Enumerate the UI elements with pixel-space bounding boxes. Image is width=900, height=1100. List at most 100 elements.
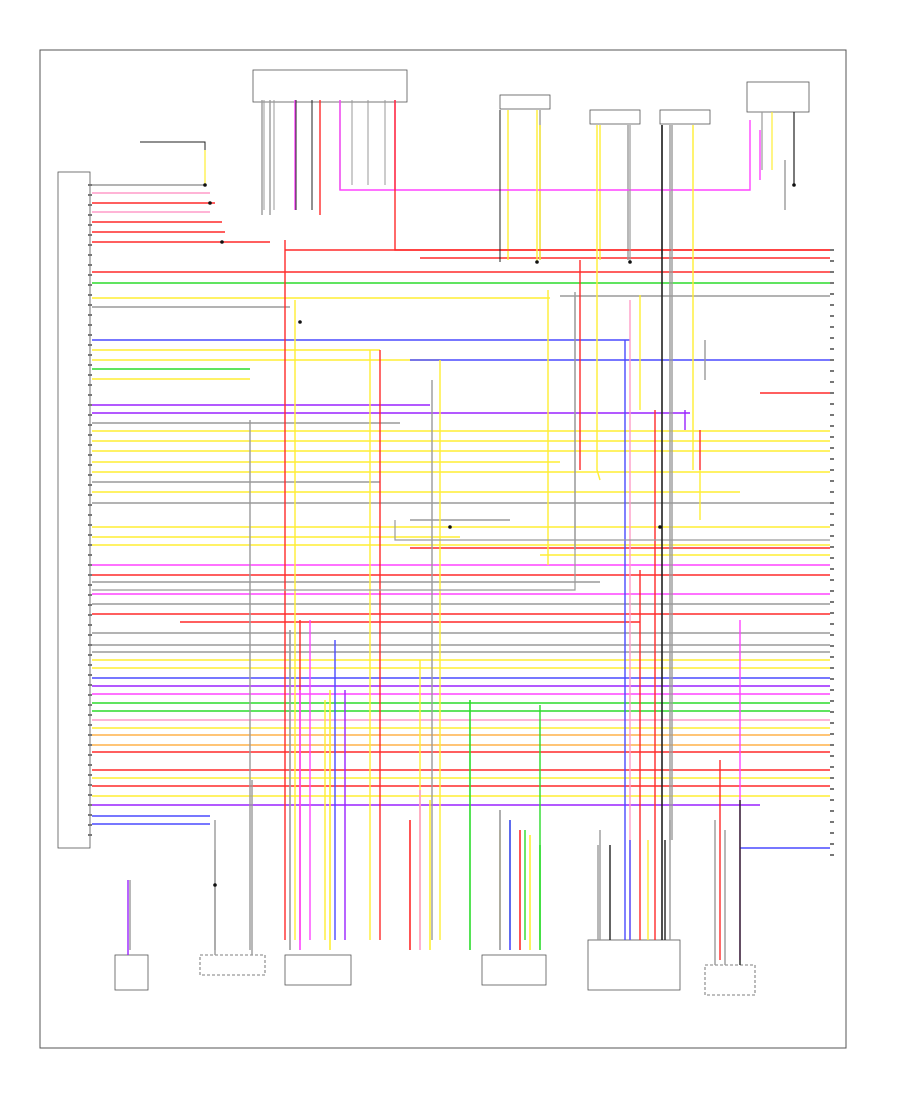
connector-pin [88,614,92,616]
splice-point [535,260,539,264]
connector-pin [88,644,92,646]
connector-pin [830,381,834,383]
connector-pin [830,260,834,262]
harness-wire [394,100,830,251]
connector-pin [830,700,834,702]
splice-point [448,525,452,529]
connector-pin [88,344,92,346]
connector-pin [88,574,92,576]
splice-point [203,183,207,187]
connector-pin [830,788,834,790]
connector-pin [88,314,92,316]
connector-pin [830,447,834,449]
harness-wire [140,141,206,150]
top-module-4 [659,109,711,125]
connector-pin [830,612,834,614]
connector-pin [88,524,92,526]
connector-pin [88,244,92,246]
connector-pin [830,722,834,724]
connector-pin [88,484,92,486]
connector-pin [830,326,834,328]
harness-wire [339,100,751,191]
connector-pin [830,777,834,779]
connector-pin [88,534,92,536]
connector-pin [88,714,92,716]
connector-pin [830,645,834,647]
connector-pin [88,434,92,436]
ecm-bracket [57,171,91,849]
connector-pin [88,754,92,756]
connector-pin [88,494,92,496]
harness-wire [596,125,601,481]
connector-pin [830,799,834,801]
wires [92,100,830,965]
connector-pin [830,249,834,251]
connector-pin [88,414,92,416]
connector-pin [88,634,92,636]
connector-pin [830,337,834,339]
module-boxes [57,69,810,996]
connector-pin [830,656,834,658]
connector-pin [88,214,92,216]
connector-pin [830,711,834,713]
connector-pin [88,584,92,586]
connector-pin [830,524,834,526]
connector-pin [830,414,834,416]
connector-pin [88,234,92,236]
connector-pin [830,601,834,603]
connector-pin [88,374,92,376]
harness-wire [92,296,576,591]
connector-pin [88,464,92,466]
connector-pin [830,502,834,504]
connector-pin [88,444,92,446]
connector-pin [830,678,834,680]
connector-pin [830,403,834,405]
bottom-module-3 [284,954,352,986]
harness-wire [394,520,830,541]
connector-pin [830,458,834,460]
bottom-module-2 [199,954,266,976]
top-module-3 [589,109,641,125]
connector-pin [88,764,92,766]
connector-pin [830,667,834,669]
connector-pin [830,557,834,559]
splice-point [298,320,302,324]
connector-pin [88,594,92,596]
connector-pin [830,568,834,570]
connector-pin [830,579,834,581]
splice-point [628,260,632,264]
connector-pin [88,674,92,676]
connector-pin [88,544,92,546]
connector-pin [88,724,92,726]
connector-pin [830,293,834,295]
connector-pin [88,294,92,296]
connector-pin [830,392,834,394]
splice-point [208,201,212,205]
connector-pin [830,733,834,735]
connector-pin [88,504,92,506]
connector-pin [88,794,92,796]
diagram-frame [39,49,847,1049]
connector-pin [88,454,92,456]
connector-pin [830,491,834,493]
connector-pin [830,315,834,317]
connector-pin [830,480,834,482]
top-module-1 [252,69,408,103]
pin-labels [88,184,834,856]
splice-point [213,883,217,887]
connector-pin [88,204,92,206]
connector-pin [88,664,92,666]
connector-pin [88,774,92,776]
connector-pin [830,469,834,471]
connector-pin [88,814,92,816]
connector-pin [88,834,92,836]
connector-pin [88,384,92,386]
connector-pin [88,474,92,476]
connector-pin [830,546,834,548]
connector-pin [830,282,834,284]
connector-pin [88,704,92,706]
connector-pin [830,370,834,372]
connector-pin [88,254,92,256]
connector-pin [88,564,92,566]
